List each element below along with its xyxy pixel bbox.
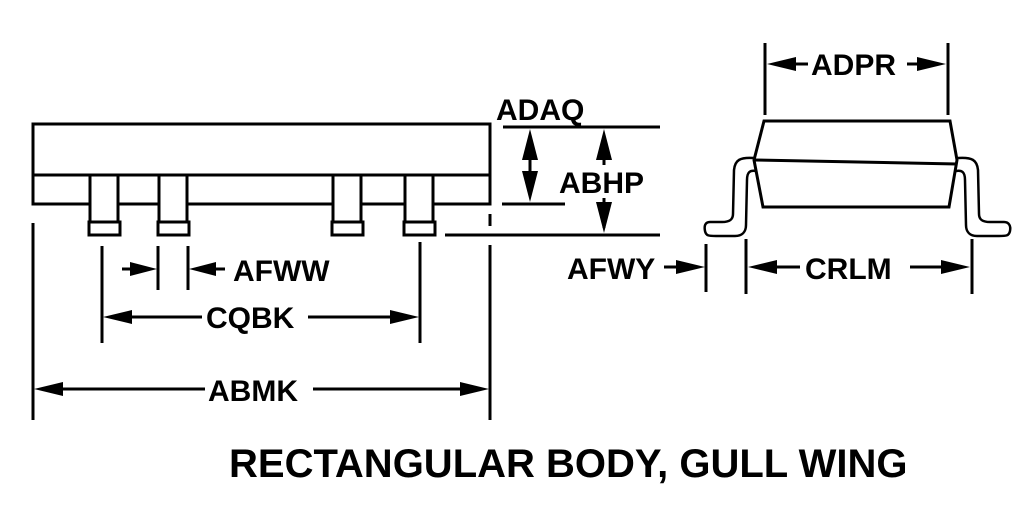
arrow-down-icon — [522, 171, 538, 202]
label-abmk: ABMK — [208, 375, 298, 408]
lead — [330, 173, 365, 237]
arrow-right-icon — [460, 382, 489, 396]
lead — [87, 173, 122, 237]
label-afww: AFWW — [233, 255, 330, 288]
right-gull-wing-lead — [955, 156, 1012, 238]
arrow-right-icon — [676, 260, 705, 274]
dimension-abhp: ABHP — [559, 129, 644, 233]
extension-lines-side — [31, 125, 660, 420]
arrow-up-icon — [596, 129, 612, 160]
arrow-right-icon — [917, 57, 946, 71]
arrow-up-icon — [522, 129, 538, 160]
arrow-left-icon — [767, 57, 796, 71]
label-abhp: ABHP — [559, 167, 644, 200]
arrow-right-icon — [941, 260, 970, 274]
lead — [156, 173, 191, 237]
arrow-left-icon — [34, 382, 63, 396]
dimension-afww: AFWW — [122, 255, 330, 288]
arrow-down-icon — [596, 202, 612, 233]
arrow-left-icon — [103, 310, 132, 324]
label-adpr: ADPR — [811, 49, 896, 82]
package-body-outline — [31, 122, 492, 206]
label-adaq: ADAQ — [496, 94, 584, 127]
end-view — [703, 119, 1012, 238]
arrow-right-icon — [390, 310, 419, 324]
arrow-right-icon — [130, 262, 157, 276]
dimension-cqbk: CQBK — [103, 302, 419, 335]
label-cqbk: CQBK — [206, 302, 295, 335]
dimension-crlm: CRLM — [748, 253, 970, 286]
arrow-left-icon — [189, 262, 216, 276]
dimension-afwy: AFWY — [567, 253, 705, 286]
left-gull-wing-lead — [703, 156, 757, 238]
dimension-abmk: ABMK — [34, 375, 489, 408]
diagram-title: RECTANGULAR BODY, GULL WING — [229, 442, 908, 486]
dimension-adpr: ADPR — [767, 49, 946, 82]
dimension-adaq: ADAQ — [496, 94, 584, 202]
end-view-seam — [753, 158, 958, 166]
label-afwy: AFWY — [567, 253, 655, 286]
lead — [402, 173, 437, 237]
side-view — [31, 122, 492, 237]
extension-lines-end — [704, 43, 974, 294]
label-crlm: CRLM — [805, 253, 892, 286]
arrow-left-icon — [748, 260, 777, 274]
